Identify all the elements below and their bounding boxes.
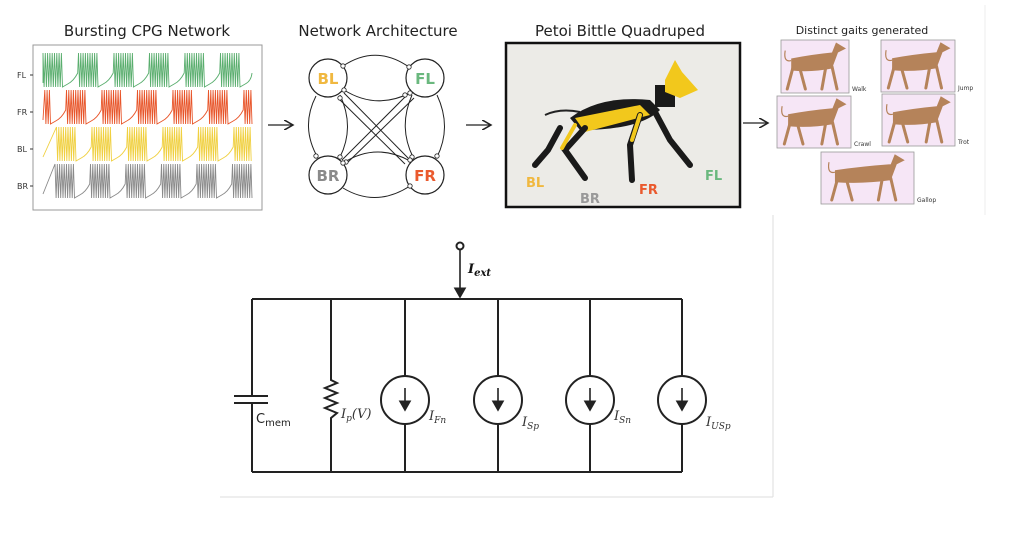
synapse-icon	[406, 64, 412, 70]
synapse-icon	[402, 92, 408, 98]
node-label: BR	[317, 167, 340, 185]
row-label: BR	[17, 182, 28, 191]
source-label: ISn	[613, 409, 631, 426]
cpg-traces	[42, 52, 253, 199]
synapse-icon	[337, 95, 343, 101]
capacitor	[234, 299, 268, 472]
gait-label: Walk	[852, 86, 867, 93]
gait-trot: Trot	[881, 93, 970, 147]
node-label: BL	[318, 70, 339, 88]
synapse-icon	[341, 87, 347, 93]
gait-gallop: Gallop	[820, 151, 936, 205]
current-source-sn: ISn	[565, 299, 631, 472]
gait-walk: Walk	[780, 39, 867, 94]
resistor-label: Ip(V)	[340, 407, 371, 424]
trace-br	[42, 163, 253, 199]
iext-label: Iext	[467, 262, 491, 279]
synapse-icon	[434, 153, 440, 159]
node-fl	[405, 58, 445, 98]
cpg-title: Bursting CPG Network	[64, 22, 230, 40]
current-source-fn: IFn	[380, 299, 446, 472]
robot-title: Petoi Bittle Quadruped	[535, 22, 705, 40]
row-label: BL	[17, 145, 27, 154]
node-bl	[308, 58, 348, 98]
synapse-icon	[313, 153, 319, 159]
synapse-icon	[340, 160, 346, 166]
gait-jump: Jump	[880, 39, 973, 93]
leg-label-bl: BL	[526, 176, 544, 191]
current-source-sp: ISp	[473, 299, 539, 472]
row-label: FL	[17, 71, 27, 80]
gait-label: Trot	[957, 139, 970, 146]
source-label: IUSp	[705, 415, 731, 432]
gait-crawl: Crawl	[776, 95, 871, 149]
node-label: FL	[415, 70, 435, 88]
dog-silhouette-icon	[834, 154, 905, 183]
synapse-icon	[407, 183, 413, 189]
source-label: IFn	[428, 409, 446, 426]
robot-photo	[504, 41, 742, 209]
dog-silhouette-icon	[892, 96, 951, 125]
trace-fr	[42, 89, 253, 125]
gait-label: Gallop	[917, 197, 936, 204]
trace-bl	[42, 126, 252, 162]
node-fr	[405, 155, 445, 195]
network-title: Network Architecture	[298, 22, 457, 40]
leg-label-br: BR	[580, 192, 600, 207]
input-terminal	[455, 241, 465, 251]
source-label: ISp	[521, 415, 539, 432]
row-label: FR	[17, 108, 28, 117]
gaits-title: Distinct gaits generated	[796, 24, 929, 37]
synapse-icon	[407, 90, 413, 96]
leg-label-fr: FR	[639, 183, 658, 198]
current-source-usp: IUSp	[657, 299, 731, 472]
dog-silhouette-icon	[892, 42, 951, 71]
capacitor-label: Cmem	[256, 412, 291, 429]
gait-label: Crawl	[854, 141, 871, 148]
node-label: FR	[414, 167, 436, 185]
gait-label: Jump	[957, 85, 973, 92]
resistor	[322, 299, 340, 472]
synapse-icon	[340, 63, 346, 69]
circuit: Iext Cmem Ip(V) IFn ISp ISn IUSp	[234, 241, 731, 473]
dog-silhouette-icon	[791, 42, 846, 72]
synapse-icon	[337, 154, 343, 160]
dog-silhouette-icon	[788, 98, 847, 127]
synapse-icon	[407, 157, 413, 163]
trace-fl	[42, 52, 253, 88]
node-br	[308, 155, 348, 195]
leg-label-fl: FL	[705, 169, 722, 184]
